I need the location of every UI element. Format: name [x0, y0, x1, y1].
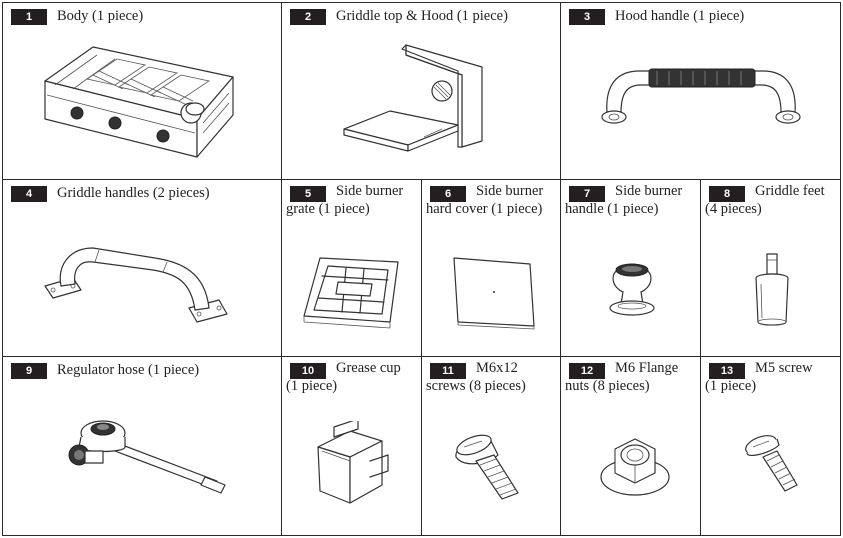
part-cell-13: 13 M5 screw (1 piece) — [700, 356, 841, 536]
griddle-foot-icon — [743, 252, 803, 332]
part-cell-6: 6 Side burner hard cover (1 piece) — [421, 179, 561, 357]
part-number-badge: 5 — [290, 186, 326, 202]
part-cell-5: 5 Side burner grate (1 piece) — [281, 179, 422, 357]
part-name-line2: (4 pieces) — [705, 201, 762, 217]
part-number-badge: 3 — [569, 9, 605, 25]
part-name: Griddle handles (2 pieces) — [57, 185, 210, 201]
part-name-line2: (1 piece) — [286, 378, 338, 394]
griddle-top-hood-icon — [338, 41, 508, 161]
part-name: Hood handle (1 piece) — [615, 8, 745, 24]
grill-body-icon — [33, 39, 253, 169]
grease-cup-icon — [310, 421, 400, 511]
part-cell-4: 4 Griddle handles (2 pieces) — [2, 179, 282, 357]
part-name: Grease cup (1 piece) — [286, 359, 401, 395]
part-name-line2: nuts (8 pieces) — [565, 378, 650, 394]
part-name-line2: (1 piece) — [705, 378, 757, 394]
part-name: Griddle top & Hood (1 piece) — [336, 8, 508, 24]
part-name: Side burner grate (1 piece) — [286, 182, 403, 218]
part-name-line1: M6 Flange — [615, 360, 679, 376]
hood-handle-icon — [591, 55, 811, 145]
part-number-badge: 13 — [709, 363, 745, 379]
part-number-badge: 12 — [569, 363, 605, 379]
part-name-line1: Grease cup — [336, 360, 401, 376]
part-name-line2: handle (1 piece) — [565, 201, 659, 217]
part-cell-7: 7 Side burner handle (1 piece) — [560, 179, 701, 357]
part-number-badge: 9 — [11, 363, 47, 379]
part-name-line2: hard cover (1 piece) — [426, 201, 543, 217]
part-cell-1: 1 Body (1 piece) — [2, 2, 282, 180]
part-name-line1: Side burner — [615, 183, 683, 199]
part-name-line2: screws (8 pieces) — [426, 378, 526, 394]
part-name-line1: M6x12 — [476, 360, 518, 376]
part-cell-10: 10 Grease cup (1 piece) — [281, 356, 422, 536]
part-name-line1: Griddle feet — [755, 183, 825, 199]
part-name-line1: Side burner — [336, 183, 404, 199]
flange-nut-icon — [597, 427, 673, 503]
part-number-badge: 10 — [290, 363, 326, 379]
burner-knob-icon — [597, 254, 667, 324]
part-number-badge: 1 — [11, 9, 47, 25]
part-cell-12: 12 M6 Flange nuts (8 pieces) — [560, 356, 701, 536]
m6-screw-icon — [450, 427, 540, 517]
part-name: Griddle feet (4 pieces) — [705, 182, 825, 218]
part-number-badge: 7 — [569, 186, 605, 202]
hard-cover-icon — [446, 254, 546, 334]
part-name: M6x12 screws (8 pieces) — [426, 359, 526, 395]
part-number-badge: 11 — [430, 363, 466, 379]
part-name: Side burner hard cover (1 piece) — [426, 182, 543, 218]
part-cell-2: 2 Griddle top & Hood (1 piece) — [281, 2, 561, 180]
part-number-badge: 6 — [430, 186, 466, 202]
regulator-hose-icon — [65, 413, 235, 503]
part-name: Body (1 piece) — [57, 8, 144, 24]
part-name-line2: grate (1 piece) — [286, 201, 370, 217]
part-number-badge: 4 — [11, 186, 47, 202]
part-name-line1: M5 screw — [755, 360, 813, 376]
part-cell-9: 9 Regulator hose (1 piece) — [2, 356, 282, 536]
part-cell-3: 3 Hood handle (1 piece) — [560, 2, 841, 180]
griddle-handle-icon — [39, 226, 239, 336]
part-name: M5 screw (1 piece) — [705, 359, 813, 395]
part-name: M6 Flange nuts (8 pieces) — [565, 359, 678, 395]
m5-screw-icon — [741, 429, 811, 499]
part-name-line1: Side burner — [476, 183, 544, 199]
side-burner-grate-icon — [298, 252, 408, 332]
part-number-badge: 8 — [709, 186, 745, 202]
part-number-badge: 2 — [290, 9, 326, 25]
part-cell-8: 8 Griddle feet (4 pieces) — [700, 179, 841, 357]
part-cell-11: 11 M6x12 screws (8 pieces) — [421, 356, 561, 536]
part-name: Regulator hose (1 piece) — [57, 362, 200, 378]
part-name: Side burner handle (1 piece) — [565, 182, 682, 218]
